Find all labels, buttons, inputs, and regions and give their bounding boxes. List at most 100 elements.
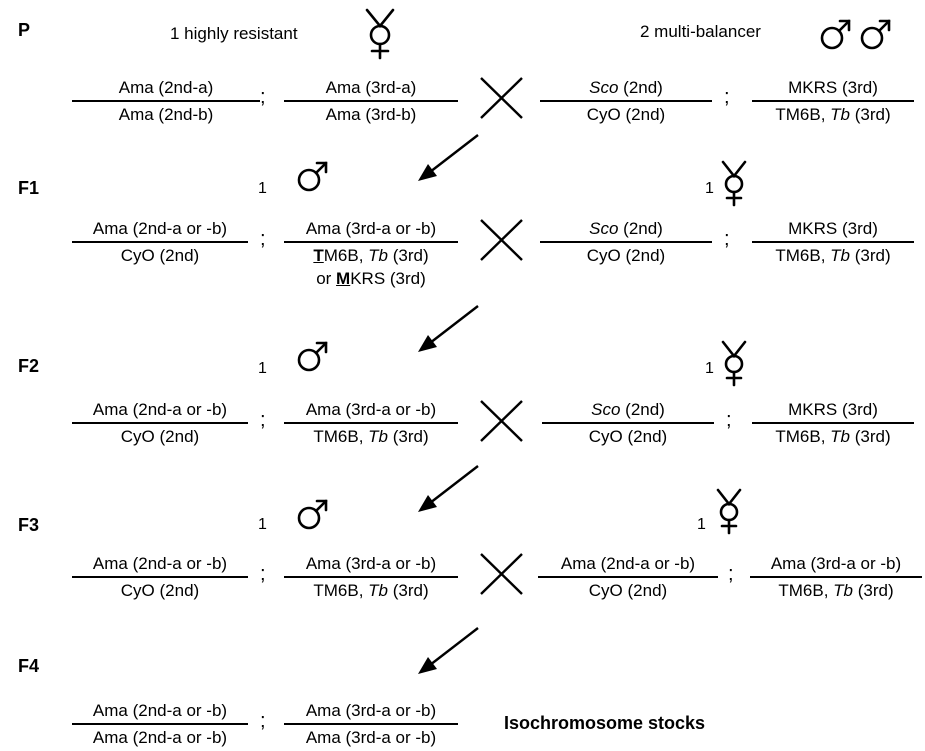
fraction-bar <box>752 422 914 424</box>
genotype-bottom: TM6B, Tb (3rd) <box>313 243 428 266</box>
italic-text: Tb <box>368 427 388 446</box>
f1-male-count: 1 <box>258 180 267 197</box>
f1-left-3rd-genotype: Ama (3rd-a or -b) TM6B, Tb (3rd) or MKRS… <box>284 218 458 289</box>
generation-label-f4: F4 <box>18 656 40 676</box>
genotype-top: Ama (3rd-a or -b) <box>305 701 437 720</box>
fraction-bar <box>540 241 712 243</box>
f3-male-count: 1 <box>258 516 267 533</box>
plain-text: (3rd) <box>850 105 891 124</box>
plain-text: TM6B, <box>775 246 831 265</box>
down-left-arrow-icon <box>418 134 479 181</box>
chromosome-separator: ; <box>260 710 266 732</box>
genotype-top: Ama (3rd-a or -b) <box>305 219 437 238</box>
genotype-top: Ama (2nd-a or -b) <box>92 554 228 573</box>
genotype-bottom: TM6B, Tb (3rd) <box>775 243 890 266</box>
f4-left-3rd-genotype: Ama (3rd-a or -b) Ama (3rd-a or -b) <box>284 700 458 748</box>
genotype-bottom: CyO (2nd) <box>588 581 668 600</box>
italic-text: Sco <box>591 400 621 419</box>
plain-text: or <box>316 269 337 288</box>
genotype-top: Ama (3rd-a or -b) <box>770 554 902 573</box>
plain-text: TM6B, <box>313 427 369 446</box>
genotype-top: Ama (3rd-a or -b) <box>305 554 437 573</box>
fraction-bar <box>72 422 248 424</box>
p-left-2nd-genotype: Ama (2nd-a) Ama (2nd-b) <box>72 77 260 125</box>
down-left-arrow-icon <box>418 627 479 674</box>
f1-left-2nd-genotype: Ama (2nd-a or -b) CyO (2nd) <box>72 218 248 266</box>
fraction-bar <box>284 422 458 424</box>
genotype-top: Sco (2nd) <box>587 399 669 422</box>
plain-text: KRS (3rd) <box>350 269 426 288</box>
genotype-top: Sco (2nd) <box>585 77 667 100</box>
fraction-bar <box>72 241 248 243</box>
genotype-bottom: TM6B, Tb (3rd) <box>778 578 893 601</box>
f2-right-3rd-genotype: MKRS (3rd) TM6B, Tb (3rd) <box>752 399 914 447</box>
italic-text: Tb <box>830 427 850 446</box>
chromosome-separator: ; <box>726 409 732 431</box>
male-symbol-icon <box>297 499 328 530</box>
male-symbol-icon <box>820 19 851 50</box>
f2-left-3rd-genotype: Ama (3rd-a or -b) TM6B, Tb (3rd) <box>284 399 458 447</box>
plain-text: TM6B, <box>775 427 831 446</box>
f2-male-count: 1 <box>258 360 267 377</box>
genotype-bottom: CyO (2nd) <box>120 246 200 265</box>
genotype-top: MKRS (3rd) <box>788 78 878 97</box>
p-right-3rd-genotype: MKRS (3rd) TM6B, Tb (3rd) <box>752 77 914 125</box>
chromosome-separator: ; <box>260 86 266 108</box>
cross-x-icon <box>480 553 523 595</box>
genotype-bottom: CyO (2nd) <box>586 105 666 124</box>
cross-x-icon <box>480 77 523 119</box>
genotype-bottom: TM6B, Tb (3rd) <box>775 424 890 447</box>
plain-text: TM6B, <box>778 581 834 600</box>
p-right-2nd-genotype: Sco (2nd) CyO (2nd) <box>540 77 712 125</box>
genotype-bottom: Ama (2nd-a or -b) <box>92 728 228 747</box>
f3-left-3rd-genotype: Ama (3rd-a or -b) TM6B, Tb (3rd) <box>284 553 458 601</box>
genotype-bottom: Ama (3rd-b) <box>325 105 417 124</box>
down-left-arrow-icon <box>418 465 479 512</box>
plain-text: (3rd) <box>850 246 891 265</box>
f1-right-2nd-genotype: Sco (2nd) CyO (2nd) <box>540 218 712 266</box>
genotype-bottom: TM6B, Tb (3rd) <box>313 578 428 601</box>
genotype-top: Ama (2nd-a or -b) <box>92 701 228 720</box>
genotype-bottom: CyO (2nd) <box>588 427 668 446</box>
italic-text: Tb <box>830 105 850 124</box>
plain-text: (3rd) <box>850 427 891 446</box>
f3-left-2nd-genotype: Ama (2nd-a or -b) CyO (2nd) <box>72 553 248 601</box>
plain-text: M6B, <box>323 246 369 265</box>
fraction-bar <box>72 100 260 102</box>
f4-left-2nd-genotype: Ama (2nd-a or -b) Ama (2nd-a or -b) <box>72 700 248 748</box>
chromosome-separator: ; <box>724 228 730 250</box>
f2-female-count: 1 <box>705 360 714 377</box>
plain-text: TM6B, <box>775 105 831 124</box>
plain-text: (3rd) <box>388 246 429 265</box>
fraction-bar <box>284 241 458 243</box>
down-left-arrow-icon <box>418 305 479 352</box>
female-symbol-icon <box>721 160 747 207</box>
italic-text: Tb <box>833 581 853 600</box>
genotype-top: Sco (2nd) <box>585 218 667 241</box>
f1-female-count: 1 <box>705 180 714 197</box>
fraction-bar <box>284 723 458 725</box>
fraction-bar <box>284 100 458 102</box>
female-symbol-icon <box>365 8 395 60</box>
plain-text: (3rd) <box>388 427 429 446</box>
f1-right-3rd-genotype: MKRS (3rd) TM6B, Tb (3rd) <box>752 218 914 266</box>
genotype-bottom: CyO (2nd) <box>586 246 666 265</box>
plain-text: (2nd) <box>620 400 665 419</box>
genotype-top: Ama (2nd-a or -b) <box>560 554 696 573</box>
genotype-top: MKRS (3rd) <box>788 219 878 238</box>
fraction-bar <box>752 100 914 102</box>
fraction-bar <box>752 241 914 243</box>
italic-text: Tb <box>830 246 850 265</box>
generation-label-f2: F2 <box>18 356 40 376</box>
italic-text: Sco <box>589 78 619 97</box>
f2-left-2nd-genotype: Ama (2nd-a or -b) CyO (2nd) <box>72 399 248 447</box>
f3-right-2nd-genotype: Ama (2nd-a or -b) CyO (2nd) <box>538 553 718 601</box>
fraction-bar <box>542 422 714 424</box>
cross-x-icon <box>480 400 523 442</box>
genotype-bottom: TM6B, Tb (3rd) <box>313 424 428 447</box>
generation-label-f1: F1 <box>18 178 40 198</box>
fraction-bar <box>750 576 922 578</box>
genotype-top: Ama (3rd-a or -b) <box>305 400 437 419</box>
genotype-top: Ama (2nd-a or -b) <box>92 219 228 238</box>
generation-label-p: P <box>18 20 31 40</box>
